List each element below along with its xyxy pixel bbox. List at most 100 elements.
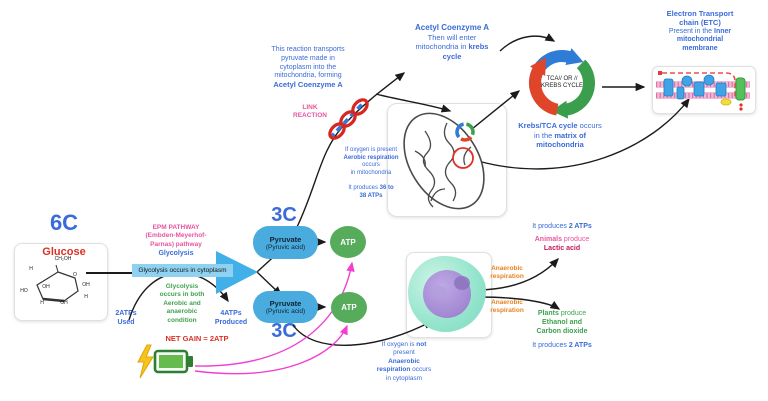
anaerobic-note-line4: respiration occurs [350, 366, 458, 374]
anaerobic-not: not [416, 341, 427, 348]
link-note-line3: cytoplasm into the [279, 63, 337, 71]
produces-bottom-value: 2 ATPs [568, 342, 592, 349]
aerobic-yield-text: It produces [348, 185, 380, 191]
produces-2atp-bottom: It produces 2 ATPs [526, 342, 598, 351]
mitochondrion-illustration [403, 112, 485, 210]
lightning-bolt-icon [137, 344, 154, 379]
epm-line1: EPM PATHWAY [152, 224, 200, 231]
krebs-caption-bold1: Krebs/TCA cycle [518, 121, 578, 130]
aerobic-yield-38atps: 38 ATPs [359, 192, 383, 199]
etc-presentin: Present in the [668, 27, 714, 35]
anaerobic-note-line3: Anaerobic [388, 357, 420, 365]
aerobic-atp-yield: It produces 36 to 38 ATPs [336, 185, 406, 200]
etc-membrane-illustration [656, 71, 750, 111]
krebs-center-line1: TCA// OR // [546, 76, 578, 82]
acetyl-line2-text: mitochondria in [415, 42, 469, 52]
aerobic-line2: Aerobic respiration [343, 154, 399, 161]
krebs-caption-line1: Krebs/TCA cycle occurs [504, 121, 616, 131]
plants-product-note: Plants produce Ethanol and Carbon dioxid… [524, 310, 600, 336]
animals-lactic-acid: Lactic acid [543, 244, 581, 252]
epm-line2: (Embden-Meyerhof- [145, 232, 207, 240]
glucose-ch2oh-label: CH₂OH [54, 256, 72, 262]
animals-line1: Animals produce [526, 236, 598, 245]
acetyl-line2-krebs: krebs [468, 42, 489, 52]
anaerobic-respiration-word: respiration [376, 366, 411, 374]
anaerobic-bottom-line1: Anaerobic [491, 299, 523, 306]
acetyl-coa-note: Acetyl Coenzyme A Then will enter mitoch… [402, 23, 502, 61]
pyruvate-bottom-subtitle: (Pyruvic acid) [265, 308, 306, 315]
glucose-oh-mid-label: OH [42, 284, 50, 290]
glycolysis-banner: Glycolysis occurs in cytoplasm [132, 264, 233, 277]
krebs-center-line2: KREBS CYCLE [540, 83, 583, 89]
glucose-molecule-icon [36, 264, 79, 303]
atp-produced-line1: 4ATPs [220, 310, 242, 317]
aerobic-yield-36to: 36 to [379, 185, 394, 191]
anaerobic-top-line1: Anaerobic [491, 265, 523, 272]
link-note-acetyl: Acetyl Coenzyme A [273, 80, 343, 90]
pyruvate-top-carbon-count: 3C [271, 204, 297, 226]
condition-line3: Aerobic and [163, 299, 201, 307]
atp-used-label: 2ATPs Used [104, 310, 148, 328]
glucose-oh-right-label: OH [82, 282, 90, 288]
condition-line2: occurs in both [159, 291, 205, 299]
animals-produce: produce [561, 236, 590, 243]
atp-top-circle: ATP [330, 226, 366, 258]
pyruvate-top-title: Pyruvate [269, 234, 302, 244]
acetyl-title: Acetyl Coenzyme A [415, 23, 489, 32]
krebs-caption-line3: mitochondria [536, 140, 584, 150]
anaerobic-note-line1: If oxygen is not [350, 341, 458, 349]
glycolysis-label: Glycolysis [158, 250, 194, 257]
etc-title-line5: membrane [682, 45, 718, 53]
anaerobic-occurs: occurs [410, 366, 432, 374]
atp-produced-label: 4ATPs Produced [206, 310, 256, 328]
glucose-label: Glucose [42, 246, 86, 258]
etc-title-line3: Present in the Inner [648, 28, 752, 37]
anaerobic-ifoxygen: If oxygen is [381, 341, 417, 348]
krebs-caption-matrix: matrix of [554, 130, 587, 140]
pyruvate-bottom-carbon-count: 3C [271, 320, 297, 342]
anaerobic-top-line2: respiration [490, 273, 524, 281]
glucose-carbon-count: 6C [49, 210, 79, 235]
produces-top-value: 2 ATPs [568, 223, 592, 230]
aerobic-note: If oxygen is present Aerobic respiration… [336, 147, 406, 177]
link-note-line2: pyruvate made in [281, 54, 335, 62]
etc-title-line2: chain (ETC) [679, 17, 721, 27]
acetyl-line3: cycle [442, 51, 462, 61]
glucose-h2-label: H [84, 294, 88, 300]
anaerobic-bottom-line2: respiration [490, 307, 524, 315]
glucose-h3-label: H [40, 300, 44, 306]
atp-synthase-icon [735, 77, 746, 101]
etc-title-line4: mitochondrial [676, 36, 724, 44]
epm-pathway-note: EPM PATHWAY (Embden-Meyerhof- Parnas) pa… [128, 224, 224, 249]
chain-link-icon [328, 98, 369, 140]
glucose-o-label: O [73, 272, 77, 278]
condition-line1: Glycolysis [165, 283, 199, 290]
glucose-ho-left-label: HO [20, 288, 28, 294]
etc-title-line1: Electron Transport [666, 9, 734, 18]
pyruvate-bottom-pill: Pyruvate (Pyruvic acid) [253, 291, 318, 323]
acetyl-line2: mitochondria in krebs [402, 42, 502, 52]
krebs-caption-occurs: occurs [577, 121, 602, 130]
battery-icon [137, 344, 193, 379]
cell-nucleolus [433, 286, 447, 298]
plants-word: Plants [537, 310, 559, 317]
epm-line3: Parnas) pathway [150, 240, 202, 248]
glucose-h1-label: H [29, 266, 33, 272]
cell-illustration [408, 256, 486, 332]
anaerobic-respiration-label-top: Anaerobic respiration [484, 265, 530, 282]
krebs-caption: Krebs/TCA cycle occurs in the matrix of … [504, 121, 616, 150]
glucose-card [14, 243, 108, 321]
plants-produce: produce [558, 310, 587, 317]
produces-2atp-top: It produces 2 ATPs [526, 223, 598, 232]
pyruvate-top-pill: Pyruvate (Pyruvic acid) [253, 226, 318, 259]
pyruvate-top-subtitle: (Pyruvic acid) [265, 243, 306, 251]
anaerobic-note-line5: in cytoplasm [385, 374, 423, 382]
atp-bottom-circle: ATP [331, 292, 367, 323]
net-gain-label: NET GAIN = 2ATP [165, 334, 229, 343]
link-note-line1: This reaction transports [271, 46, 345, 53]
atp-used-line1: 2ATPs [115, 310, 137, 317]
acetyl-line1: Then will enter [427, 32, 477, 42]
aerobic-yield-line1: It produces 36 to [336, 185, 406, 193]
inner-membrane-highlight-circle [452, 147, 474, 169]
krebs-caption-line2: in the matrix of [504, 131, 616, 141]
